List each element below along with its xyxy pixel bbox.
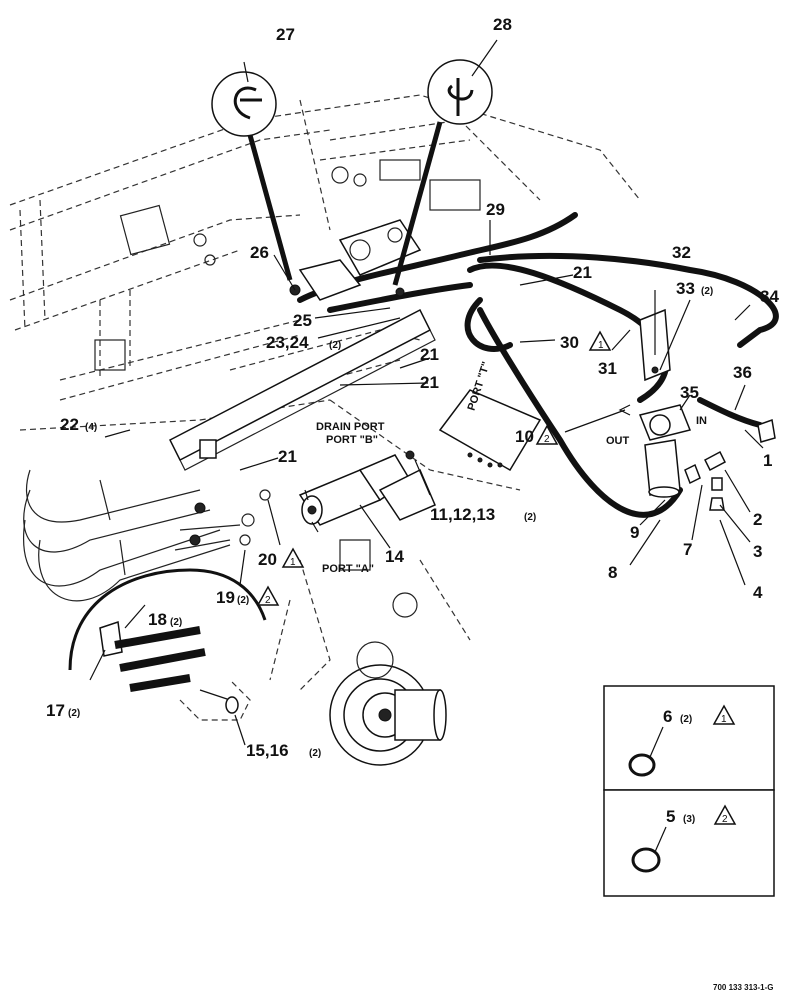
out-label: OUT (606, 435, 630, 447)
callout-3: 3 (753, 542, 762, 561)
callout-18-qty: (2) (170, 617, 182, 628)
callout-15-16: 15,16 (246, 741, 289, 760)
callout-17: 17 (46, 701, 65, 720)
callout-22-qty: (4) (85, 422, 97, 433)
port-a-label: PORT "A" (322, 563, 374, 575)
callout-15-16-qty: (2) (309, 748, 321, 759)
callout-30-note: 1 (598, 340, 604, 351)
callout-5-qty: (3) (683, 814, 695, 825)
callout-21a: 21 (573, 263, 592, 282)
hose-bundle-left (23, 469, 241, 602)
detail-arc (68, 568, 267, 714)
callout-6-qty: (2) (680, 714, 692, 725)
callout-20: 20 (258, 550, 277, 569)
callout-7: 7 (683, 540, 692, 559)
callout-5-note: 2 (722, 814, 728, 825)
drain-port-label: DRAIN PORT (316, 421, 385, 433)
callout-19-qty: (2) (237, 595, 249, 606)
pump-assembly (289, 219, 422, 301)
callout-5-triangle (713, 804, 737, 825)
callout-10-triangle (535, 424, 559, 445)
in-label: IN (696, 415, 707, 427)
callout-33-qty: (2) (701, 286, 713, 297)
main-tube (168, 308, 436, 471)
callout-35: 35 (680, 383, 699, 402)
callout-34: 34 (760, 287, 779, 306)
callout-27: 27 (276, 25, 295, 44)
callout-23-24-qty: (2) (329, 340, 341, 351)
callout-6-note: 1 (721, 714, 727, 725)
callout-10-note: 2 (544, 434, 550, 445)
callout-17-qty: (2) (68, 708, 80, 719)
callout-14: 14 (385, 547, 404, 566)
callout-18: 18 (148, 610, 167, 629)
callout-1: 1 (763, 451, 772, 470)
fittings (684, 418, 776, 511)
detail-28 (392, 39, 498, 286)
callout-4: 4 (753, 583, 763, 602)
callout-6: 6 (663, 707, 672, 726)
filter-assembly (618, 404, 692, 498)
callout-10: 10 (515, 427, 534, 446)
callout-23-24: 23,24 (266, 333, 309, 352)
callout-22: 22 (60, 415, 79, 434)
callout-36: 36 (733, 363, 752, 382)
callout-19-note: 2 (265, 595, 271, 606)
callout-labels: 27 28 29 26 32 33 (2) 34 21 25 23,24 (2)… (46, 15, 779, 760)
callout-26: 26 (250, 243, 269, 262)
callout-21d: 21 (278, 447, 297, 466)
callout-25: 25 (293, 311, 312, 330)
port-b-label: PORT "B" (326, 434, 378, 446)
drawing-code: 700 133 313-1-G (713, 983, 774, 992)
callout-8: 8 (608, 563, 617, 582)
callout-20-note: 1 (290, 557, 296, 568)
callout-11-12-13: 11,12,13 (430, 505, 495, 524)
callout-2: 2 (753, 510, 762, 529)
inset-orings: 6 (2) 1 5 (3) 2 (603, 685, 775, 897)
leader-lines (89, 220, 764, 746)
detail-27 (211, 61, 293, 281)
callout-20-triangle (281, 547, 305, 568)
callout-9: 9 (630, 523, 639, 542)
callout-19: 19 (216, 588, 235, 607)
callout-30-triangle (588, 330, 612, 351)
wheel-hub (329, 539, 447, 766)
callout-5: 5 (666, 807, 675, 826)
cylinder (239, 450, 436, 546)
callout-6-triangle (712, 704, 736, 725)
callout-21c: 21 (420, 373, 439, 392)
callout-31: 31 (598, 359, 617, 378)
callout-30: 30 (560, 333, 579, 352)
callout-29: 29 (486, 200, 505, 219)
callout-21b: 21 (420, 345, 439, 364)
callout-28: 28 (493, 15, 512, 34)
callout-33: 33 (676, 279, 695, 298)
callout-19-triangle (256, 585, 280, 606)
valve-plate (438, 389, 542, 472)
callout-32: 32 (672, 243, 691, 262)
callout-11-12-13-qty: (2) (524, 512, 536, 523)
